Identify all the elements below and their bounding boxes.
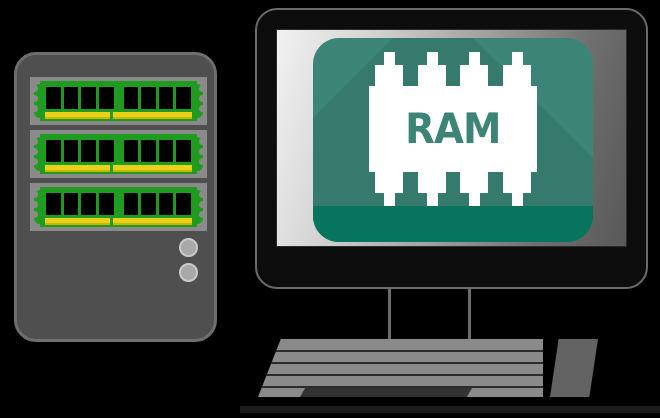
ram-chip-icon: RAM <box>313 38 593 242</box>
ram-gold-contacts <box>45 218 192 225</box>
desk-surface-line <box>240 406 660 413</box>
ram-chip-bottom-band <box>313 206 593 242</box>
ram-notch-right-icon <box>193 84 206 118</box>
ram-chip <box>63 193 79 215</box>
ram-chip <box>141 140 156 162</box>
memory-bay-3 <box>30 183 207 231</box>
ram-gold-contacts <box>45 165 192 172</box>
ram-chip <box>176 193 191 215</box>
ram-chip <box>176 87 191 109</box>
keyboard-key-row <box>258 350 543 352</box>
ram-chip-pins-top <box>369 52 537 86</box>
keyboard-numpad[interactable] <box>550 339 598 397</box>
chip-pin-icon <box>417 172 446 206</box>
ram-memory-chips <box>46 87 191 109</box>
ram-chip-label: RAM <box>405 104 501 153</box>
monitor-screen: RAM <box>276 29 627 247</box>
ram-chip <box>123 140 139 162</box>
ram-chip <box>63 87 79 109</box>
computer-tower[interactable] <box>14 52 217 342</box>
ram-chip <box>81 193 96 215</box>
keyboard-main-section <box>258 339 543 397</box>
ram-stick-body <box>31 81 206 121</box>
keyboard-key-row <box>258 386 543 388</box>
ram-chip <box>46 193 61 215</box>
ram-chip <box>123 193 139 215</box>
ram-chip <box>98 87 114 109</box>
ram-stick-body <box>31 134 206 174</box>
computer-monitor[interactable]: RAM <box>255 8 648 289</box>
ram-chip <box>46 140 61 162</box>
ram-chip <box>141 87 156 109</box>
ram-stick-3[interactable] <box>31 187 206 227</box>
ram-stick-body <box>31 187 206 227</box>
ram-chip <box>98 140 114 162</box>
ram-chip <box>123 87 139 109</box>
keyboard-key-row <box>258 362 543 364</box>
ram-notch-left-icon <box>31 190 44 224</box>
ram-memory-chips <box>46 193 191 215</box>
computer-keyboard[interactable] <box>258 339 598 397</box>
chip-pin-icon <box>502 52 531 86</box>
ram-chip <box>46 87 61 109</box>
ram-notch-left-icon <box>31 137 44 171</box>
reset-button[interactable] <box>179 263 198 282</box>
ram-chip-face: RAM <box>369 86 537 172</box>
ram-stick-2[interactable] <box>31 134 206 174</box>
ram-chip <box>158 193 174 215</box>
memory-bay-1 <box>30 77 207 125</box>
ram-chip <box>141 193 156 215</box>
ram-chip-pins-bottom <box>369 172 537 206</box>
ram-stick-1[interactable] <box>31 81 206 121</box>
memory-bay-2 <box>30 130 207 178</box>
power-button[interactable] <box>179 238 198 257</box>
chip-pin-icon <box>460 52 489 86</box>
monitor-stand-neck <box>388 287 471 345</box>
ram-chip <box>158 87 174 109</box>
ram-memory-chips <box>46 140 191 162</box>
ram-chip <box>63 140 79 162</box>
ram-chip <box>158 140 174 162</box>
ram-notch-right-icon <box>193 137 206 171</box>
ram-chip <box>81 140 96 162</box>
chip-pin-icon <box>417 52 446 86</box>
keyboard-key-row <box>258 374 543 376</box>
ram-chip <box>176 140 191 162</box>
keyboard-spacebar[interactable] <box>300 388 472 397</box>
ram-chip <box>81 87 96 109</box>
ram-gold-contacts <box>45 112 192 119</box>
chip-pin-icon <box>502 172 531 206</box>
chip-pin-icon <box>375 172 403 206</box>
ram-notch-right-icon <box>193 190 206 224</box>
ram-notch-left-icon <box>31 84 44 118</box>
ram-chip <box>98 193 114 215</box>
chip-pin-icon <box>375 52 403 86</box>
chip-pin-icon <box>460 172 489 206</box>
